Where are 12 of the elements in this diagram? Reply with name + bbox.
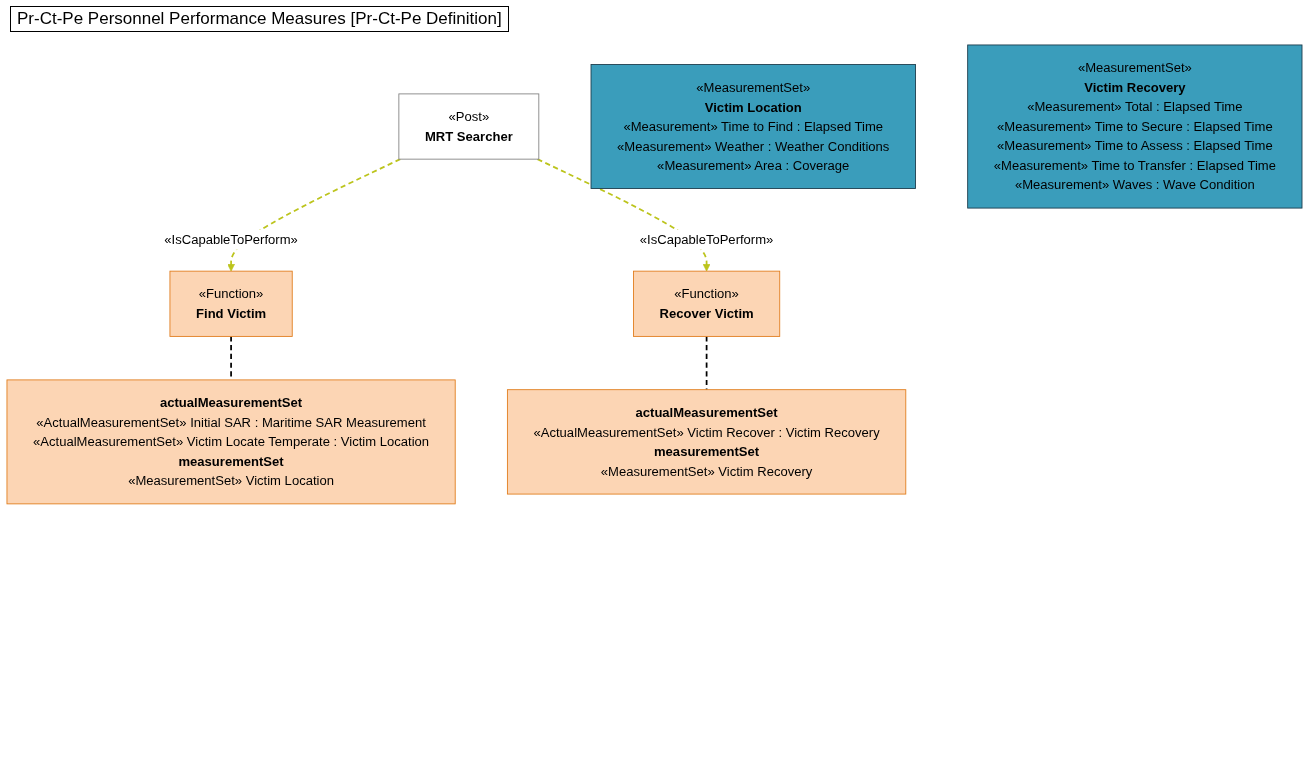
node-box: actualMeasurementSet «ActualMeasurementSet» Victim Recover : Victim Recovery measurementSet «MeasurementSet» Victim Recovery: [507, 389, 907, 495]
node-box: «Function» Recover Victim: [633, 270, 781, 337]
edge-label: «IsCapableToPerform»: [164, 231, 298, 247]
node-box: «MeasurementSet» Victim Location «Measurement» Time to Find : Elapsed Time «Measurement» Weather : Weather Conditions «Measurement» Area : Coverage: [590, 64, 916, 189]
node-box: «Post» MRT Searcher: [398, 93, 540, 160]
arrow: [227, 158, 402, 272]
diagram-title: Pr-Ct-Pe Personnel Performance Measures [Pr-Ct-Pe Definition]: [10, 6, 509, 32]
arrow: [536, 158, 711, 272]
edge-label: «IsCapableToPerform»: [639, 231, 774, 247]
node-box: actualMeasurementSet «ActualMeasurementSet» Initial SAR : Maritime SAR Measurement «ActualMeasurementSet» Victim Locate Temperate : Victim Location measurementSet «MeasurementSet» Victim Location: [6, 379, 456, 505]
node-box: «Function» Find Victim: [169, 270, 293, 337]
node-box: «MeasurementSet» Victim Recovery «Measurement» Total : Elapsed Time «Measurement» Time to Secure : Elapsed Time «Measurement» Time to Assess : Elapsed Time «Measurement» Time to Transfer : Elapsed Time «Measurement» Waves : Wave Condition: [967, 44, 1303, 209]
